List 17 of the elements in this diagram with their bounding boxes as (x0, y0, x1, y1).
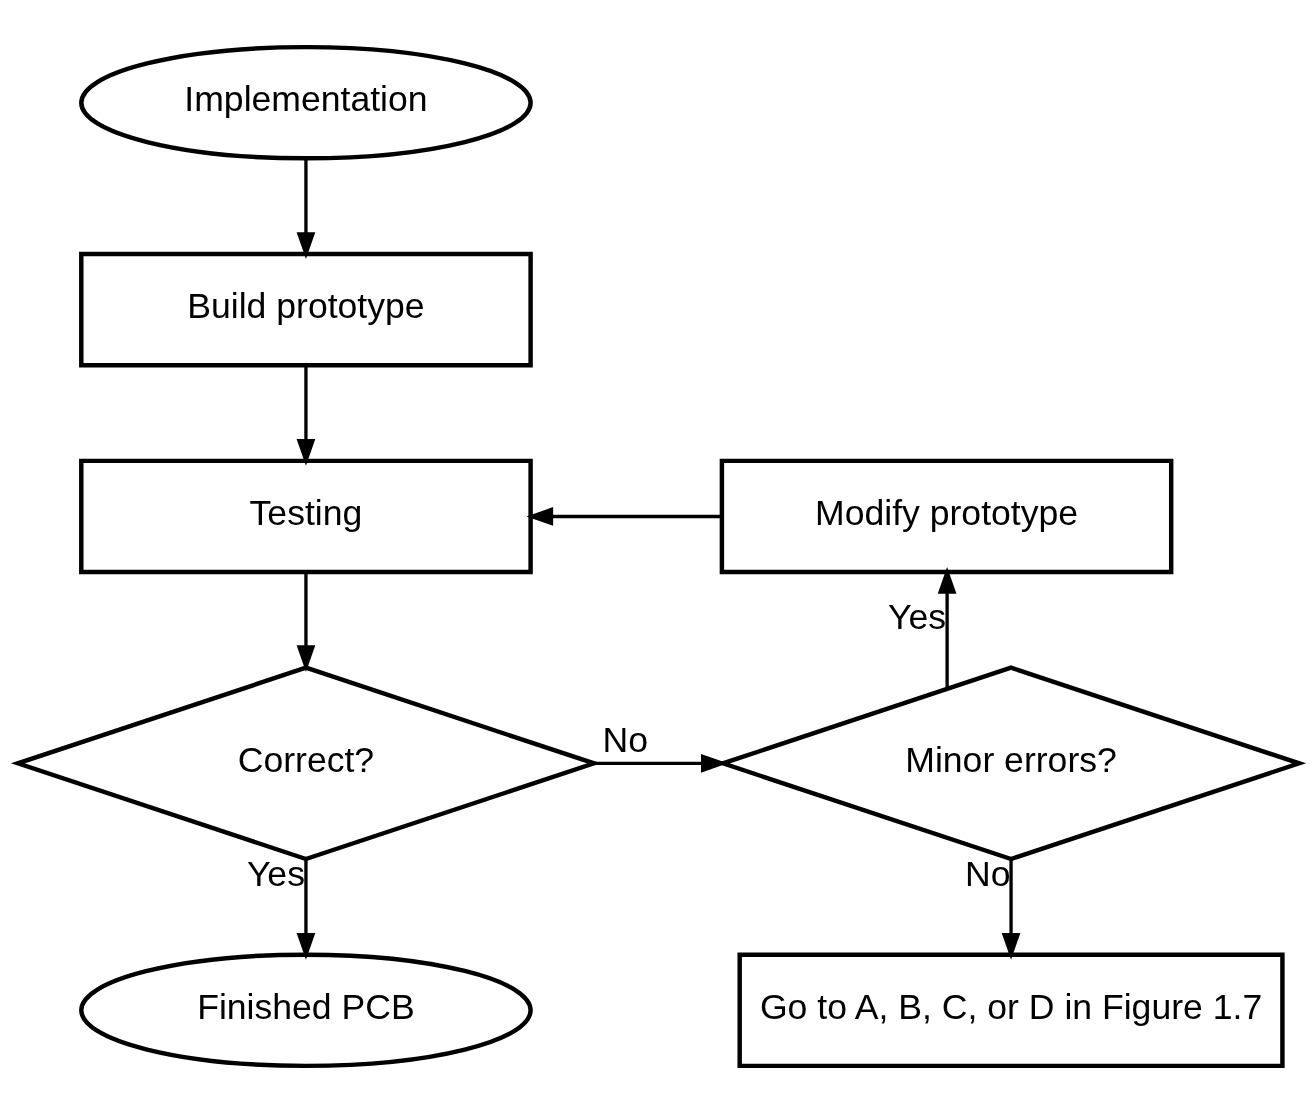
node-ellipse: Finished PCB (78, 951, 533, 1068)
edge-label: Yes (246, 853, 305, 893)
node-box: Modify prototype (719, 458, 1173, 574)
node-box: Testing (78, 458, 533, 574)
arrow (296, 365, 315, 466)
edge-label: No (964, 853, 1010, 893)
arrow (296, 572, 315, 672)
arrow (525, 506, 722, 526)
arrow (1001, 859, 1020, 960)
edge-label: Yes (887, 596, 946, 637)
node-box: Build prototype (78, 251, 533, 367)
arrow (296, 859, 315, 960)
node-box: Go to A, B, C, or D in Figure 1.7 (736, 951, 1285, 1068)
node-ellipse: Implementation (78, 44, 533, 161)
edge-label: No (602, 719, 648, 760)
arrow (937, 566, 956, 689)
arrow (296, 158, 315, 259)
